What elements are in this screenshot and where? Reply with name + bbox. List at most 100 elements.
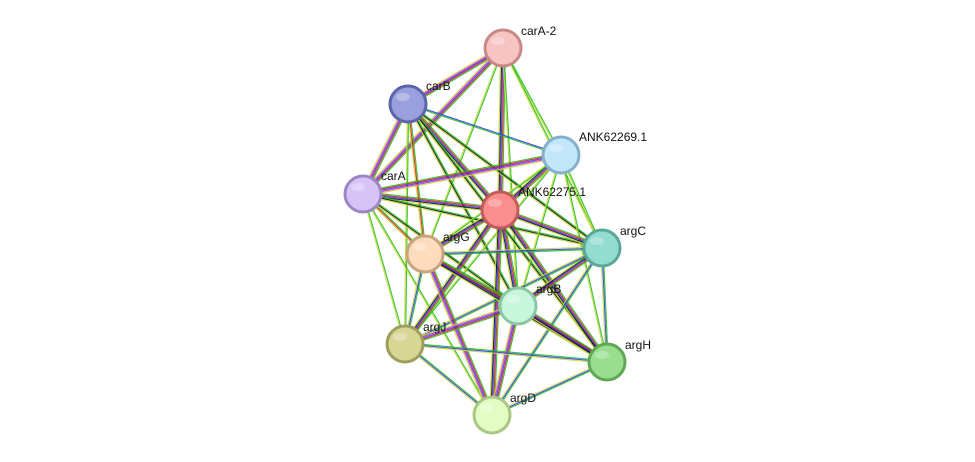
edge-evidence-line bbox=[499, 47, 504, 211]
edge-evidence-line bbox=[361, 194, 405, 345]
edge-carb-ank62269-1[interactable] bbox=[407, 102, 562, 157]
node-argb[interactable]: argB bbox=[498, 282, 561, 326]
edge-ank62269-1-argb[interactable] bbox=[516, 154, 563, 307]
edge-evidence-line bbox=[503, 47, 563, 155]
edge-evidence-line bbox=[407, 104, 561, 157]
node-circle-argc[interactable] bbox=[582, 228, 622, 268]
edge-evidence-line bbox=[362, 154, 562, 195]
node-highlight bbox=[480, 404, 494, 412]
edge-evidence-line bbox=[425, 248, 603, 256]
edge-evidence-line bbox=[422, 254, 491, 417]
edge-cara-2-argg[interactable] bbox=[423, 47, 505, 255]
edge-ank62275-1-argj[interactable] bbox=[402, 208, 503, 346]
edge-evidence-line bbox=[490, 247, 602, 415]
node-argd[interactable]: argD bbox=[472, 391, 536, 435]
node-circle-ank62269-1[interactable] bbox=[541, 135, 581, 175]
edge-argb-argj[interactable] bbox=[404, 303, 519, 347]
edge-carb-argg[interactable] bbox=[406, 103, 427, 255]
edge-evidence-line bbox=[405, 342, 608, 362]
node-label-cara-2: carA-2 bbox=[521, 24, 557, 38]
node-label-ank62269-1: ANK62269.1 bbox=[579, 130, 647, 144]
edge-argj-argh[interactable] bbox=[404, 342, 608, 364]
edge-evidence-line bbox=[497, 211, 606, 364]
node-circle-carb[interactable] bbox=[388, 84, 428, 124]
edge-evidence-line bbox=[425, 253, 494, 415]
edge-cara-argd[interactable] bbox=[362, 193, 493, 416]
node-circle-argh[interactable] bbox=[587, 342, 627, 382]
edge-evidence-line bbox=[491, 360, 607, 415]
edge-evidence-line bbox=[405, 210, 502, 346]
edge-cara-argj[interactable] bbox=[361, 193, 407, 345]
edge-evidence-line bbox=[408, 102, 562, 155]
edge-cara-ank62269-1[interactable] bbox=[362, 152, 562, 197]
edge-evidence-line bbox=[405, 306, 519, 346]
edge-evidence-line bbox=[362, 194, 492, 416]
edge-evidence-line bbox=[518, 155, 563, 307]
node-ank62275-1[interactable]: ANK62275.1 bbox=[480, 185, 586, 230]
node-label-ank62275-1: ANK62275.1 bbox=[518, 185, 586, 199]
edge-evidence-line bbox=[423, 254, 492, 416]
edge-evidence-line bbox=[402, 208, 499, 343]
edge-evidence-line bbox=[363, 156, 562, 197]
edge-evidence-line bbox=[404, 343, 608, 363]
node-cara-2[interactable]: carA-2 bbox=[483, 24, 557, 68]
edge-ank62275-1-argh[interactable] bbox=[497, 208, 610, 364]
edge-carb-argc[interactable] bbox=[406, 102, 604, 250]
edge-evidence-line bbox=[363, 192, 501, 210]
edge-argc-argd[interactable] bbox=[490, 247, 604, 416]
node-highlight bbox=[393, 333, 407, 341]
edge-evidence-line bbox=[424, 246, 602, 254]
edge-evidence-line bbox=[406, 104, 602, 250]
edge-evidence-line bbox=[424, 247, 603, 255]
edge-evidence-line bbox=[408, 102, 502, 210]
edge-evidence-line bbox=[408, 103, 427, 254]
node-circle-argd[interactable] bbox=[472, 395, 512, 435]
edge-evidence-line bbox=[501, 208, 610, 361]
node-highlight bbox=[506, 295, 520, 303]
edge-evidence-line bbox=[407, 103, 603, 249]
edge-evidence-line bbox=[405, 155, 562, 345]
edge-evidence-line bbox=[404, 305, 519, 345]
edge-evidence-line bbox=[362, 153, 561, 194]
edge-argc-argg[interactable] bbox=[424, 246, 603, 256]
edge-evidence-line bbox=[404, 304, 518, 344]
node-circle-argj[interactable] bbox=[385, 324, 425, 364]
node-argj[interactable]: argJ bbox=[385, 320, 446, 364]
edge-evidence-line bbox=[491, 247, 603, 416]
edge-evidence-line bbox=[407, 103, 426, 255]
node-label-carb: carB bbox=[426, 79, 451, 93]
node-argh[interactable]: argH bbox=[587, 338, 651, 382]
node-cara[interactable]: carA bbox=[343, 169, 406, 214]
node-circle-argb[interactable] bbox=[498, 286, 538, 326]
edge-argg-argd[interactable] bbox=[422, 252, 495, 417]
node-circle-argg[interactable] bbox=[405, 234, 445, 274]
node-label-argg: argG bbox=[443, 230, 470, 244]
edge-evidence-line bbox=[362, 152, 561, 193]
node-argc[interactable]: argC bbox=[582, 224, 646, 268]
node-argg[interactable]: argG bbox=[405, 230, 470, 274]
node-circle-cara-2[interactable] bbox=[483, 28, 523, 68]
node-highlight bbox=[488, 199, 502, 207]
edge-evidence-line bbox=[424, 253, 493, 416]
node-label-argc: argC bbox=[620, 224, 646, 238]
edge-evidence-line bbox=[498, 210, 607, 364]
edge-evidence-line bbox=[516, 154, 561, 306]
edge-evidence-line bbox=[363, 193, 407, 344]
edge-cara-2-argb[interactable] bbox=[501, 47, 520, 307]
edge-evidence-line bbox=[492, 248, 604, 416]
edge-argh-argd[interactable] bbox=[491, 360, 608, 417]
edge-evidence-line bbox=[497, 47, 502, 210]
node-circle-cara[interactable] bbox=[343, 174, 383, 214]
node-label-cara: carA bbox=[381, 169, 406, 183]
edge-evidence-line bbox=[501, 47, 518, 307]
node-label-argb: argB bbox=[536, 282, 561, 296]
node-ank62269-1[interactable]: ANK62269.1 bbox=[541, 130, 647, 175]
node-carb[interactable]: carB bbox=[388, 79, 451, 124]
edge-evidence-line bbox=[403, 208, 500, 344]
node-highlight bbox=[413, 243, 427, 251]
edge-evidence-line bbox=[404, 209, 501, 345]
node-highlight bbox=[595, 351, 609, 359]
node-highlight bbox=[351, 183, 365, 191]
node-label-argd: argD bbox=[510, 391, 536, 405]
node-circle-ank62275-1[interactable] bbox=[480, 190, 520, 230]
